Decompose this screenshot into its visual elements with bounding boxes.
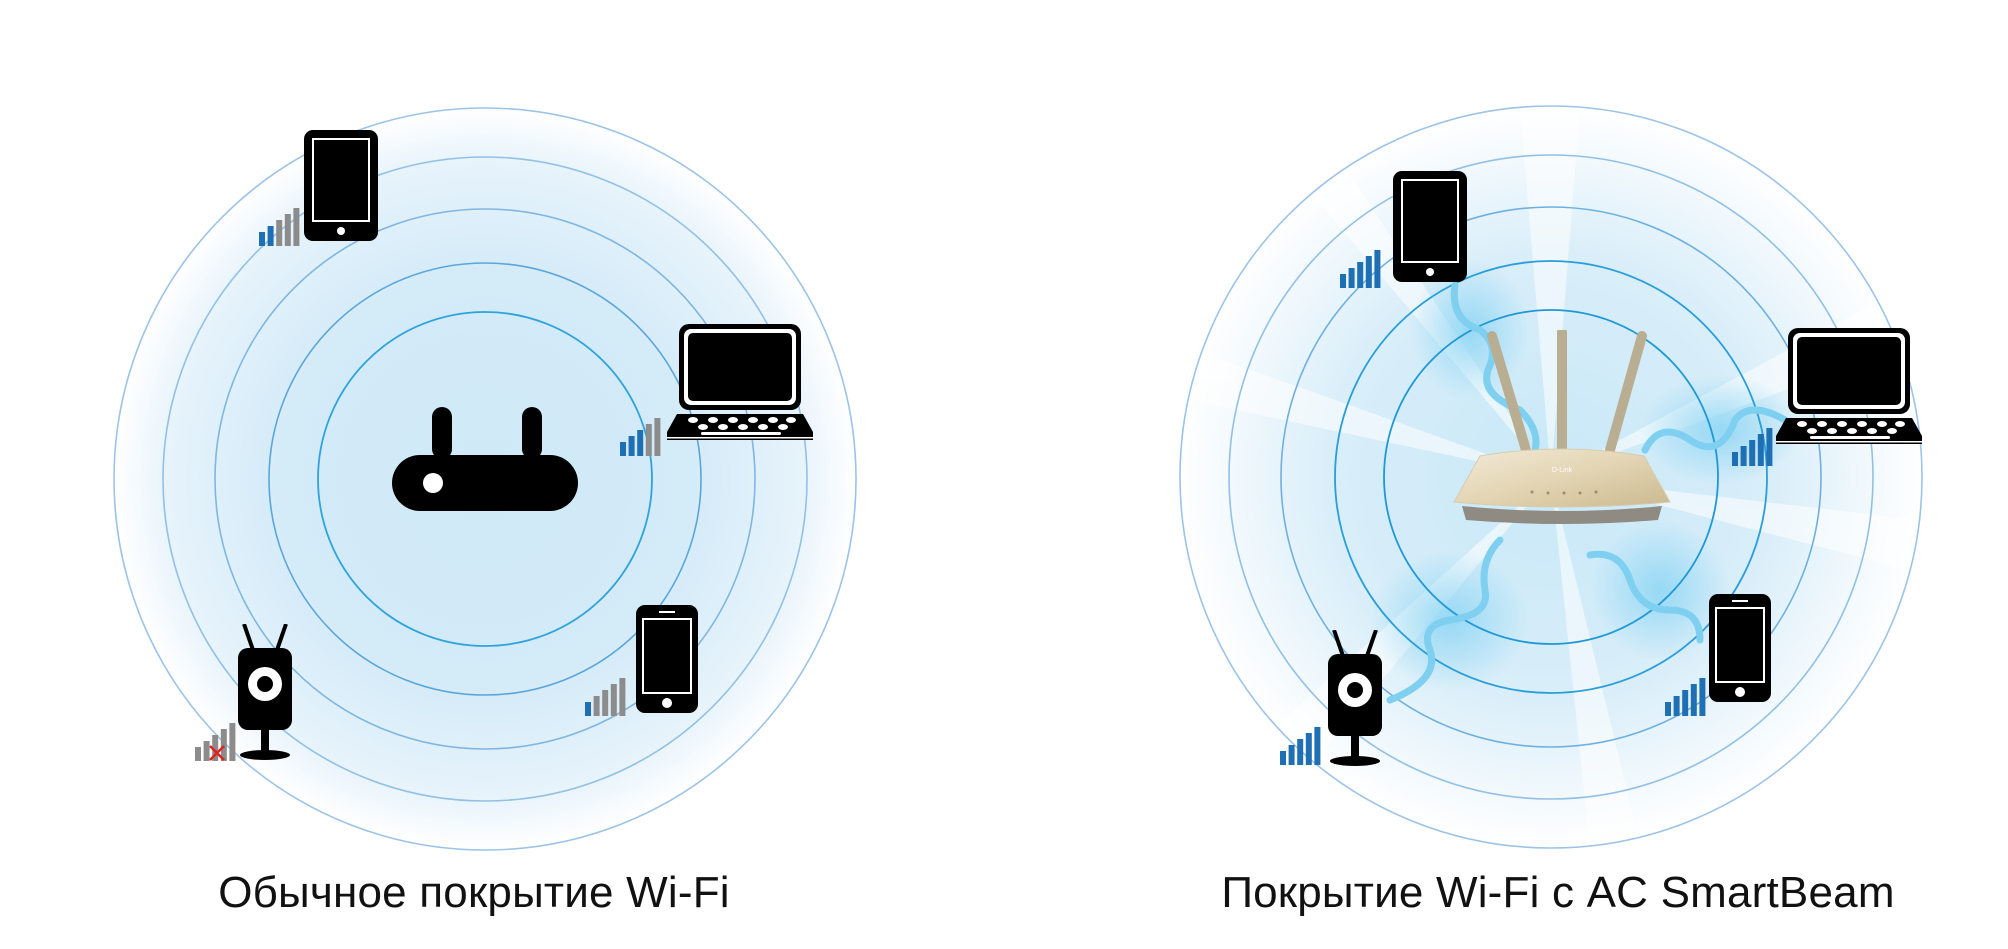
signal-bar bbox=[620, 442, 626, 456]
coverage-rings bbox=[1179, 105, 1923, 849]
signal-bar bbox=[1297, 739, 1304, 765]
signal-bar bbox=[203, 741, 210, 761]
signal-bar bbox=[645, 424, 652, 456]
signal-strength-icon bbox=[585, 678, 626, 716]
signal-bar bbox=[220, 729, 227, 761]
tablet-icon bbox=[304, 130, 378, 241]
signal-bar bbox=[1340, 274, 1346, 288]
signal-bar bbox=[1740, 446, 1747, 466]
signal-bar bbox=[637, 430, 644, 456]
signal-strength-icon bbox=[259, 208, 300, 246]
signal-bar bbox=[1673, 696, 1680, 716]
signal-bar bbox=[259, 232, 265, 246]
signal-bar bbox=[267, 226, 274, 246]
signal-bar bbox=[1665, 702, 1671, 716]
signal-bar bbox=[1757, 434, 1764, 466]
signal-bar bbox=[1682, 690, 1689, 716]
no-signal-icon bbox=[209, 745, 225, 761]
signal-bar bbox=[1365, 256, 1372, 288]
signal-bar bbox=[1732, 452, 1738, 466]
signal-bar bbox=[1699, 678, 1706, 716]
signal-bar bbox=[628, 436, 635, 456]
smartphone-icon bbox=[636, 605, 698, 713]
signal-strength-icon bbox=[620, 418, 661, 456]
signal-bar bbox=[1314, 727, 1321, 765]
signal-bar bbox=[1374, 250, 1381, 288]
smartphone-icon bbox=[1709, 594, 1771, 702]
signal-strength-icon bbox=[195, 723, 236, 761]
signal-strength-icon bbox=[1665, 678, 1706, 716]
signal-bar bbox=[276, 220, 283, 246]
signal-bar bbox=[229, 723, 236, 761]
standard-coverage-caption: Обычное покрытие Wi-Fi bbox=[218, 868, 730, 917]
smartbeam-coverage-panel bbox=[1179, 105, 1923, 849]
signal-bar bbox=[1690, 684, 1697, 716]
signal-bar bbox=[619, 678, 626, 716]
standard-coverage-panel bbox=[113, 107, 857, 851]
signal-bar bbox=[1288, 745, 1295, 765]
signal-bar bbox=[610, 684, 617, 716]
tablet-icon bbox=[1393, 171, 1467, 282]
signal-bar bbox=[593, 696, 600, 716]
signal-bar bbox=[293, 208, 300, 246]
signal-bar bbox=[1280, 751, 1286, 765]
signal-bar bbox=[195, 747, 201, 761]
signal-strength-icon bbox=[1340, 250, 1381, 288]
signal-bar bbox=[212, 735, 219, 761]
signal-strength-icon bbox=[1732, 428, 1773, 466]
signal-bar bbox=[654, 418, 661, 456]
signal-bar bbox=[284, 214, 291, 246]
signal-bar bbox=[1766, 428, 1773, 466]
smartbeam-coverage-caption: Покрытие Wi-Fi с AC SmartBeam bbox=[1221, 868, 1895, 917]
laptop-icon bbox=[667, 324, 813, 440]
signal-bar bbox=[1749, 440, 1756, 466]
beam-waves bbox=[1386, 281, 1789, 704]
signal-bar bbox=[1305, 733, 1312, 765]
signal-bar bbox=[1348, 268, 1355, 288]
signal-bar bbox=[602, 690, 609, 716]
coverage-rings bbox=[113, 107, 857, 851]
laptop-icon bbox=[1776, 328, 1922, 444]
signal-strength-icon bbox=[1280, 727, 1321, 765]
signal-bar bbox=[1357, 262, 1364, 288]
signal-bar bbox=[585, 702, 591, 716]
